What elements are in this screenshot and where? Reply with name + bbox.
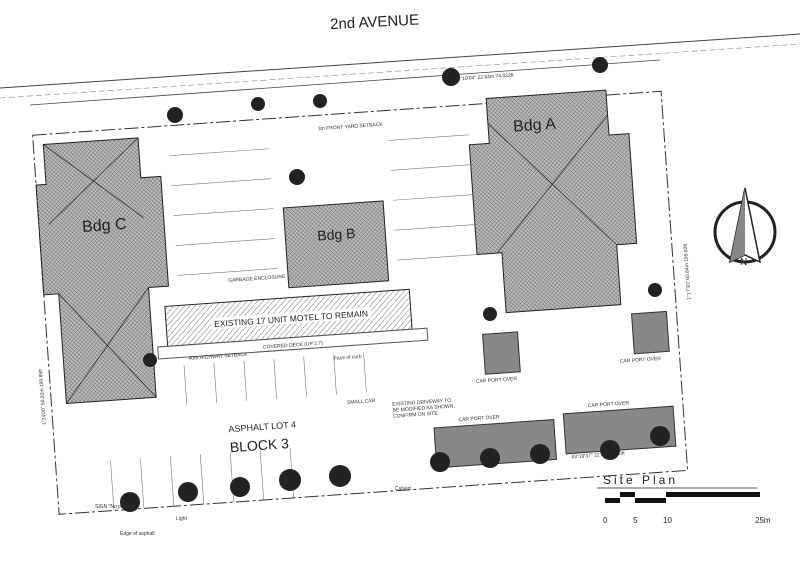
small-car-label: SMALL CAR <box>347 398 376 406</box>
carport-label: CAR PORT OVER <box>476 376 518 385</box>
street-name: 2nd AVENUE <box>330 11 420 33</box>
scale-bar-seg <box>635 498 666 503</box>
property-line <box>32 90 689 515</box>
carport-label: CAR PORT OVER <box>588 400 630 409</box>
scale-bar-seg <box>620 492 635 497</box>
building-a: Bdg A <box>468 89 638 314</box>
deck-label: COVERED DECK (UP 2.7) <box>263 340 324 350</box>
driveway-note-2: BE MODIFIED AS SHOWN, <box>393 403 456 413</box>
front-setback-label: 3m FRONT YARD SETBACK <box>318 122 384 133</box>
title-block: Site Plan 0 5 10 25m <box>597 473 771 525</box>
scale-label: 0 <box>603 516 608 525</box>
face-of-curb-label: Face of curb <box>334 354 362 362</box>
driveway-note-3: CONFIRM ON SITE <box>393 411 439 420</box>
building-c-label: Bdg C <box>82 216 128 236</box>
scale-label: 5 <box>633 516 638 525</box>
building-b-label: Bdg B <box>317 225 356 244</box>
existing-motel: EXISTING 17 UNIT MOTEL TO REMAIN COVERED… <box>157 288 429 360</box>
asphalt-lot-label: ASPHALT LOT 4 <box>228 420 296 435</box>
building-a-label: Bdg A <box>513 116 557 136</box>
edge-of-asphalt-label: Edge of asphalt <box>120 531 155 537</box>
garbage-label: GARBAGE ENCLOSURE <box>228 274 286 284</box>
light-label: Light <box>176 516 187 522</box>
plan-title: Site Plan <box>603 473 678 487</box>
parking-stalls <box>110 134 478 511</box>
bearing-right: 1°17'30" 60.84m 199.82ft <box>683 243 693 300</box>
carport-label: CAR PORT OVER <box>620 356 662 365</box>
scale-label: 25m <box>755 516 771 525</box>
building-b: Bdg B <box>282 200 390 289</box>
block-label: BLOCK 3 <box>229 435 289 455</box>
sign-label: SIGN "No parking" <box>95 504 137 510</box>
scale-bar-seg <box>605 498 620 503</box>
building-c: Bdg C <box>35 137 170 405</box>
bearing-top: 83°19'04" 22.84m 74.832ft <box>455 72 515 82</box>
scale-bar-seg <box>666 492 760 497</box>
trees <box>120 57 670 512</box>
driveway-note-1: EXISTING DRIVEWAY TO <box>392 398 451 408</box>
culvert-label: Culvert <box>395 486 411 492</box>
highway-setback-label: 40m HIGHWAY SETBACK <box>188 352 248 362</box>
bearing-left: 1°24'00" 60.92m 199.85ft <box>38 368 48 425</box>
carports: CAR PORT OVER CAR PORT OVER CAR PORT OVE… <box>433 310 677 469</box>
north-arrow: N <box>713 187 777 268</box>
north-label: N <box>740 257 747 268</box>
carport-label: CAR PORT OVER <box>458 414 500 423</box>
scale-label: 10 <box>663 516 672 525</box>
street: 2nd AVENUE <box>0 11 800 106</box>
bearing-bottom: 83°19'37" 22.88m 75.0ft <box>571 451 625 461</box>
